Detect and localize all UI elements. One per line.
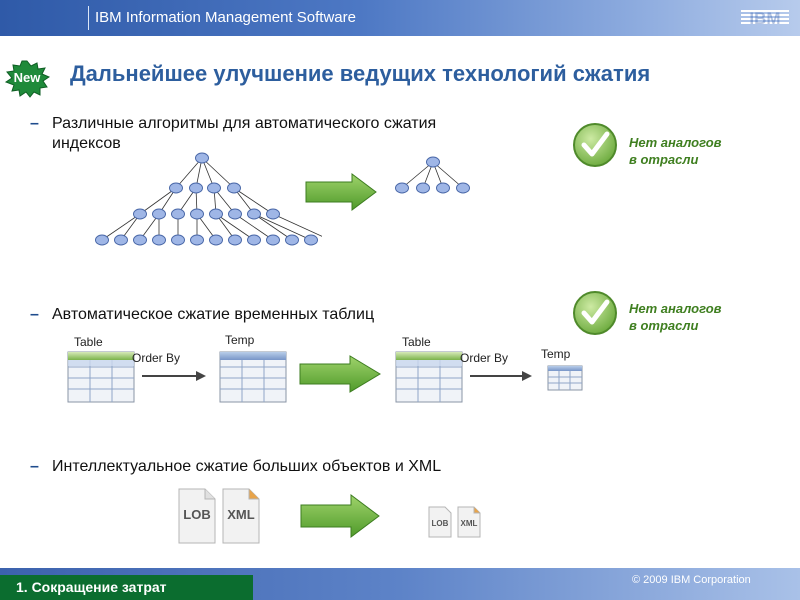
bullet-dash: – xyxy=(30,115,39,132)
table-grid-icon xyxy=(67,351,135,403)
table-label: Table xyxy=(74,335,103,349)
bullet-text: Различные алгоритмы для автоматического … xyxy=(52,115,437,152)
table-label-2: Table xyxy=(402,335,431,349)
check-icon xyxy=(573,291,617,335)
tree-edge xyxy=(432,161,464,189)
temp-label-2: Temp xyxy=(541,347,571,361)
xml-label-small: XML xyxy=(461,519,478,528)
tree-edge xyxy=(233,187,274,215)
large-index-tree xyxy=(95,152,322,246)
header-title: IBM Information Management Software xyxy=(95,9,356,26)
header-bar xyxy=(0,0,800,36)
lob-label-small: LOB xyxy=(432,519,449,528)
tree-edge xyxy=(215,213,255,241)
temp-table-grid-icon xyxy=(219,351,287,403)
bullet-dash: – xyxy=(30,458,39,475)
xml-document-icon: XML xyxy=(222,488,260,544)
temp-table-diagram: Table Order By Temp Table Order By Temp xyxy=(67,333,583,403)
tree-node xyxy=(133,208,147,220)
xml-document-small-icon: XML xyxy=(457,506,481,538)
ibm-logo-icon: IBM xyxy=(741,9,789,28)
tree-edge xyxy=(253,213,293,241)
bullet-temp-tables: – Автоматическое сжатие временных таблиц xyxy=(30,305,482,325)
small-index-tree xyxy=(395,156,470,194)
tree-node xyxy=(169,182,183,194)
new-badge: New xyxy=(4,60,51,98)
tree-node xyxy=(395,182,409,194)
check-icon xyxy=(573,123,617,167)
bullet-dash: – xyxy=(30,306,39,323)
tree-edge xyxy=(401,161,434,189)
lob-document-icon: LOB xyxy=(178,488,216,544)
xml-label: XML xyxy=(227,507,255,522)
bullet-text: Автоматическое сжатие временных таблиц xyxy=(52,306,375,323)
tree-node xyxy=(190,234,204,246)
footer-section-label: 1. Сокращение затрат xyxy=(16,579,167,595)
tree-edge xyxy=(272,213,322,237)
tree-edge xyxy=(101,213,141,241)
tree-node xyxy=(266,208,280,220)
tree-edge xyxy=(201,157,235,189)
tree-node xyxy=(95,234,109,246)
tree-edge xyxy=(253,213,312,241)
arrow-right-icon xyxy=(305,173,377,211)
tree-node xyxy=(285,234,299,246)
note-no-analogs: Нет аналогов в отрасли xyxy=(629,135,722,167)
new-badge-label: New xyxy=(13,70,41,85)
lob-document-small-icon: LOB xyxy=(428,506,452,538)
copyright-text: © 2009 IBM Corporation xyxy=(632,574,751,586)
tree-node xyxy=(304,234,318,246)
temp-label: Temp xyxy=(225,333,255,347)
bullet-index-compression: – Различные алгоритмы для автоматическог… xyxy=(30,114,472,154)
tree-node xyxy=(209,208,223,220)
table-grid-icon-2 xyxy=(395,351,463,403)
tree-node xyxy=(195,152,209,164)
tree-edge xyxy=(139,187,177,215)
tree-node xyxy=(207,182,221,194)
tree-node xyxy=(114,234,128,246)
starburst-icon xyxy=(4,60,51,98)
tree-node xyxy=(171,208,185,220)
tree-node xyxy=(227,182,241,194)
tree-node xyxy=(190,208,204,220)
tree-node xyxy=(436,182,450,194)
header-separator xyxy=(88,6,89,30)
tree-node xyxy=(247,208,261,220)
lob-xml-diagram: LOB XML LOB XML xyxy=(178,488,481,544)
tree-node xyxy=(247,234,261,246)
tree-node xyxy=(426,156,440,168)
note-no-analogs: Нет аналогов в отрасли xyxy=(629,301,722,333)
lob-label: LOB xyxy=(183,507,210,522)
tree-edge xyxy=(234,213,274,241)
tree-node xyxy=(209,234,223,246)
footer-section-tab xyxy=(0,575,253,600)
temp-table-small-icon xyxy=(547,365,583,391)
page-title: Дальнейшее улучшение ведущих технологий … xyxy=(70,61,651,86)
tree-node xyxy=(228,208,242,220)
tree-node xyxy=(152,234,166,246)
tree-edge xyxy=(175,157,203,189)
bullet-text: Интеллектуальное сжатие больших объектов… xyxy=(52,458,442,475)
tree-node xyxy=(171,234,185,246)
tree-node xyxy=(133,234,147,246)
tree-node xyxy=(266,234,280,246)
ibm-logo-text: IBM xyxy=(749,9,780,28)
tree-node xyxy=(416,182,430,194)
bullet-lob-xml: – Интеллектуальное сжатие больших объект… xyxy=(30,457,552,477)
tree-node xyxy=(152,208,166,220)
tree-node xyxy=(189,182,203,194)
tree-node xyxy=(456,182,470,194)
order-by-label: Order By xyxy=(132,351,180,365)
order-by-label-2: Order By xyxy=(460,351,508,365)
tree-node xyxy=(228,234,242,246)
